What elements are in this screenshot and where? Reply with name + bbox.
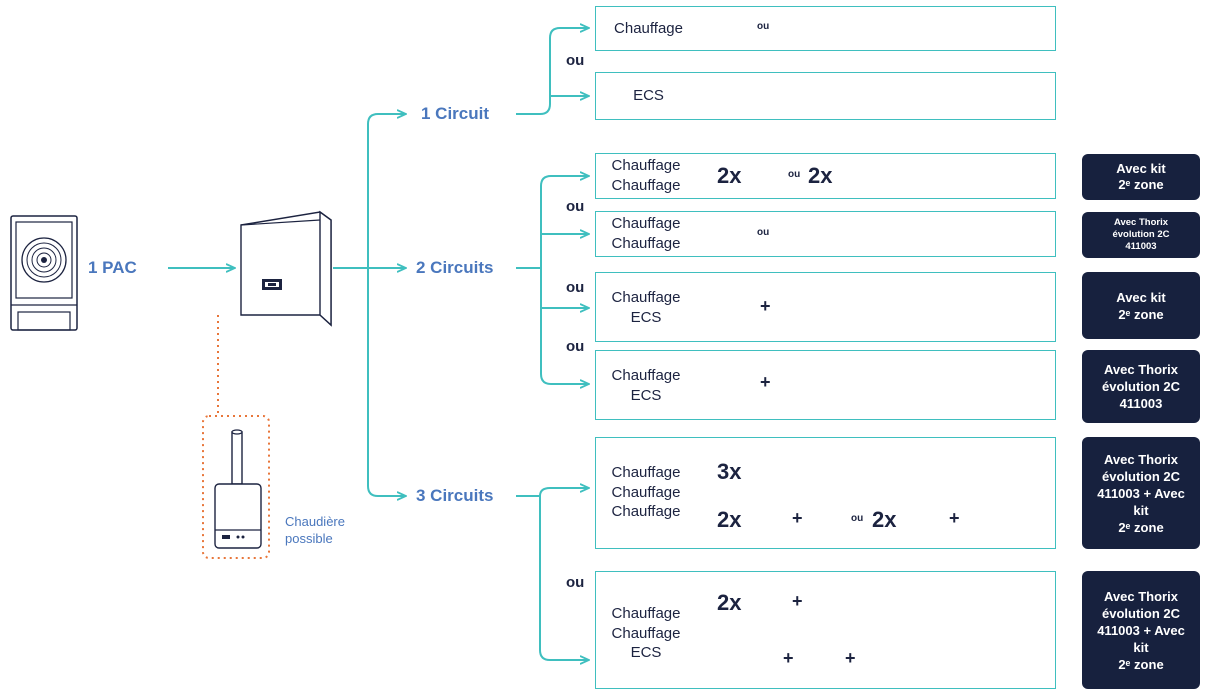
multiplier: 2x <box>808 163 832 189</box>
option-box: Chauffage Chauffage <box>595 211 1056 257</box>
option-box: Chauffage <box>595 6 1056 51</box>
badge-line: 411003 <box>1102 395 1180 412</box>
branch-label-1-circuit: 1 Circuit <box>421 104 489 124</box>
badge-line: Avec kit <box>1116 289 1165 306</box>
badge-line: Avec kit <box>1116 161 1165 177</box>
multiplier: 2x <box>717 590 741 616</box>
small-ou: ou <box>851 513 863 524</box>
plus-sign: + <box>783 648 794 669</box>
plus-sign: + <box>792 591 803 612</box>
boiler-icon <box>215 430 261 548</box>
branch-label-2-circuits: 2 Circuits <box>416 258 493 278</box>
option-line: Chauffage <box>601 605 691 623</box>
plus-sign: + <box>760 296 771 317</box>
option-line: Chauffage <box>606 20 691 38</box>
badge-line: évolution 2C <box>1102 378 1180 395</box>
badge-line: évolution 2C <box>1097 605 1185 622</box>
option-box: Chauffage Chauffage ECS <box>595 571 1056 689</box>
option-line: Chauffage <box>601 503 691 521</box>
ou-separator: ou <box>566 338 584 355</box>
option-line: Chauffage <box>601 625 691 643</box>
small-ou: ou <box>757 21 769 32</box>
small-ou: ou <box>788 169 800 180</box>
requirement-badge: Avec Thorix évolution 2C 411003 + Avec k… <box>1082 571 1200 689</box>
ou-separator: ou <box>566 52 584 69</box>
option-line: Chauffage <box>601 235 691 253</box>
heat-pump-icon <box>11 216 77 330</box>
requirement-badge: Avec Thorix évolution 2C 411003 <box>1082 212 1200 258</box>
option-line: ECS <box>601 309 691 327</box>
requirement-badge: Avec kit 2ᵉ zone <box>1082 154 1200 200</box>
option-line: ECS <box>606 87 691 105</box>
badge-line: Avec Thorix <box>1097 588 1185 605</box>
option-line: Chauffage <box>601 367 691 385</box>
badge-line: évolution 2C <box>1097 468 1185 485</box>
multiplier: 2x <box>717 163 741 189</box>
badge-line: 2ᵉ zone <box>1116 177 1165 193</box>
badge-line: kit <box>1097 639 1185 656</box>
plus-sign: + <box>845 648 856 669</box>
badge-line: Avec Thorix <box>1112 217 1169 229</box>
option-line: Chauffage <box>601 464 691 482</box>
requirement-badge: Avec kit 2ᵉ zone <box>1082 272 1200 339</box>
ou-separator: ou <box>566 279 584 296</box>
ou-separator: ou <box>566 574 584 591</box>
plus-sign: + <box>949 508 960 529</box>
option-line: Chauffage <box>601 289 691 307</box>
ou-separator: ou <box>566 198 584 215</box>
option-line: Chauffage <box>601 177 691 195</box>
branch-label-3-circuits: 3 Circuits <box>416 486 493 506</box>
option-line: Chauffage <box>601 157 691 175</box>
badge-line: 411003 + Avec <box>1097 485 1185 502</box>
option-line: Chauffage <box>601 484 691 502</box>
option-box: Chauffage ECS <box>595 272 1056 342</box>
option-line: ECS <box>601 387 691 405</box>
multiplier: 2x <box>872 507 896 533</box>
requirement-badge: Avec Thorix évolution 2C 411003 <box>1082 350 1200 423</box>
plus-sign: + <box>792 508 803 529</box>
badge-line: 2ᵉ zone <box>1116 306 1165 323</box>
boiler-note-line1: Chaudière <box>285 513 345 530</box>
multiplier: 2x <box>717 507 741 533</box>
small-ou: ou <box>757 227 769 238</box>
boiler-note: Chaudière possible <box>285 513 345 547</box>
option-box: ECS <box>595 72 1056 120</box>
option-line: Chauffage <box>601 215 691 233</box>
boiler-note-line2: possible <box>285 530 345 547</box>
option-line: ECS <box>601 644 691 662</box>
badge-line: Avec Thorix <box>1097 451 1185 468</box>
badge-line: 2ᵉ zone <box>1097 656 1185 673</box>
badge-line: kit <box>1097 502 1185 519</box>
badge-line: 411003 + Avec <box>1097 622 1185 639</box>
option-box: Chauffage Chauffage Chauffage <box>595 437 1056 549</box>
badge-line: 411003 <box>1112 241 1169 253</box>
pac-label: 1 PAC <box>88 258 137 278</box>
badge-line: Avec Thorix <box>1102 361 1180 378</box>
badge-line: évolution 2C <box>1112 229 1169 241</box>
plus-sign: + <box>760 372 771 393</box>
badge-line: 2ᵉ zone <box>1097 519 1185 536</box>
option-box: Chauffage ECS <box>595 350 1056 420</box>
requirement-badge: Avec Thorix évolution 2C 411003 + Avec k… <box>1082 437 1200 549</box>
multiplier: 3x <box>717 459 741 485</box>
indoor-unit-icon <box>241 212 331 325</box>
